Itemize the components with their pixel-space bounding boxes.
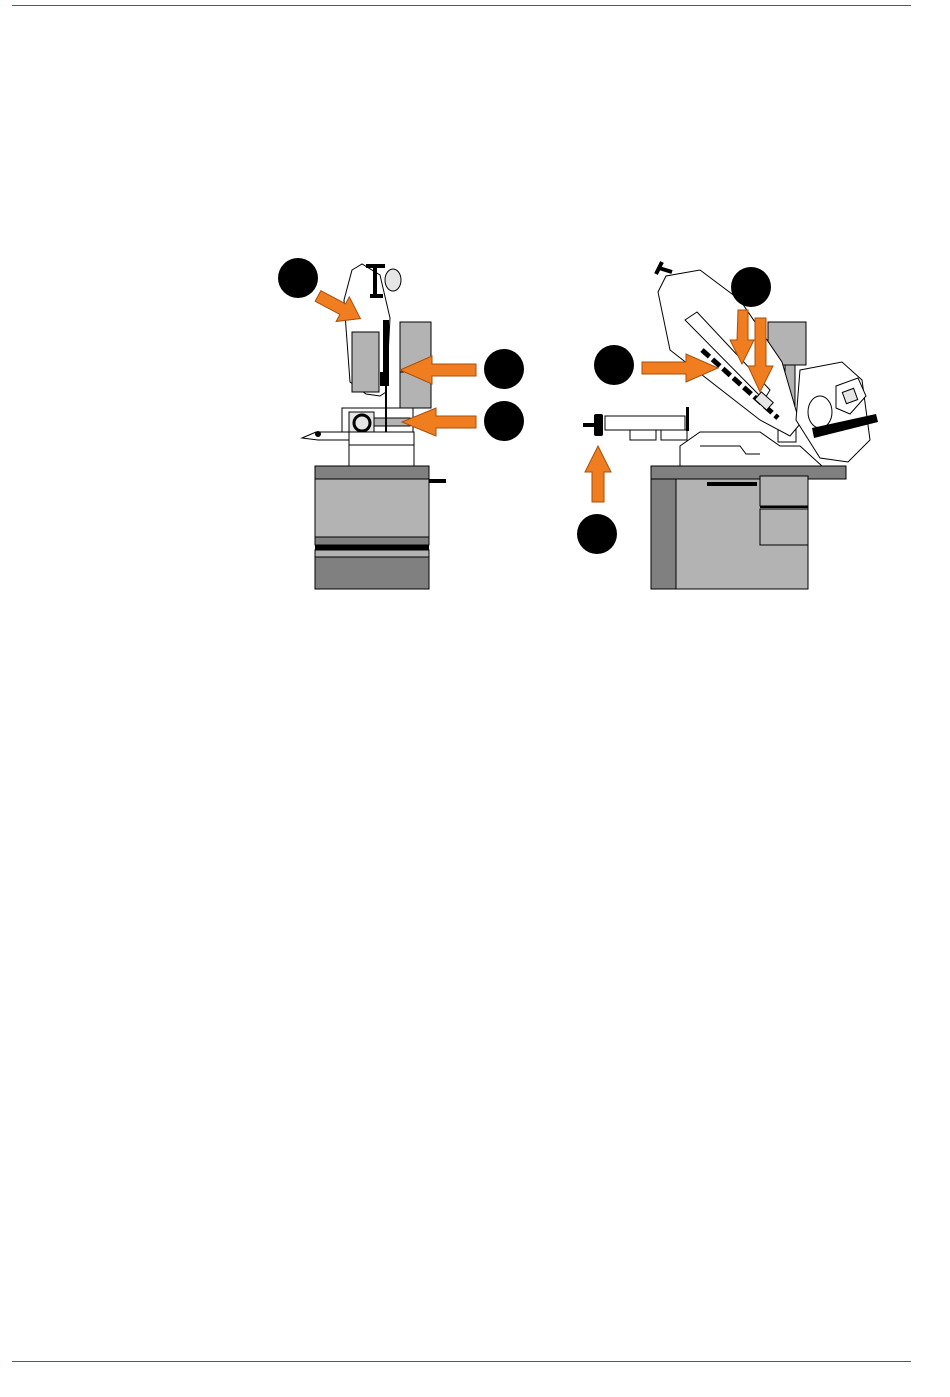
side-view: [583, 262, 878, 589]
side-drawer-slot: [707, 482, 757, 486]
front-side-handle: [429, 479, 446, 483]
front-cabinet-band: [315, 545, 429, 550]
front-lever: [302, 432, 349, 440]
side-arrow-3: [585, 446, 611, 502]
side-cabinet-strip: [651, 479, 676, 589]
side-callout-2: [594, 345, 634, 385]
side-vise-rod: [605, 416, 685, 430]
side-bed: [680, 432, 822, 466]
front-cabinet-body: [315, 479, 429, 537]
side-drawer-1: [760, 476, 808, 506]
front-cabinet-top: [315, 466, 429, 479]
footer-rule: [12, 1361, 911, 1362]
front-cabinet-mid: [315, 550, 429, 557]
front-callout-1: [278, 258, 318, 298]
side-callout-1: [731, 267, 771, 307]
side-cabinet-top: [651, 466, 846, 479]
front-cabinet-base: [315, 557, 429, 589]
side-vise-handle: [594, 414, 603, 436]
front-saw-window: [352, 332, 379, 392]
side-drawer-2: [760, 509, 808, 545]
side-motor: [796, 362, 870, 462]
side-callout-3: [577, 514, 617, 554]
side-top-handle: [656, 262, 672, 274]
front-pedestal: [349, 432, 414, 466]
front-callout-2: [484, 349, 524, 389]
front-cabinet-stripe: [315, 537, 429, 545]
front-callout-3: [484, 401, 524, 441]
